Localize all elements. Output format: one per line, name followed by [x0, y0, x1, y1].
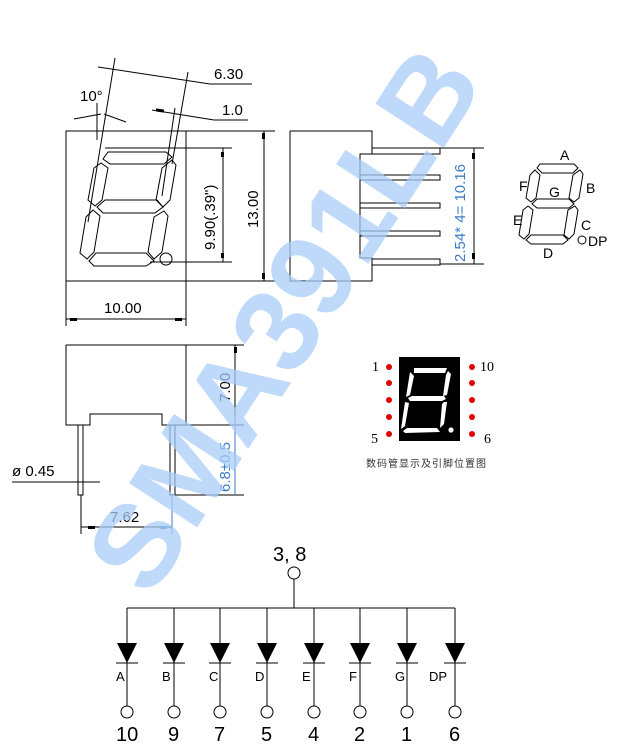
segment-label-f: F [519, 178, 528, 194]
body-depth-label: 7.00 [217, 373, 234, 402]
angle-label: 10° [80, 88, 103, 105]
segment-label-a: A [560, 147, 570, 163]
watermark: SMA391LB [61, 25, 507, 614]
diode-label-f: F [349, 669, 357, 684]
digit-height-label: 9.90(.39") [202, 185, 219, 250]
common-terminal [287, 566, 301, 580]
bottom-body-outline [65, 344, 187, 426]
row-spacing-label: 7.62 [110, 509, 139, 526]
diode-pin-g: 1 [401, 724, 412, 746]
diode-4: E 4 [302, 608, 325, 746]
pinout-caption: 数码管显示及引脚位置图 [366, 457, 487, 470]
segment-label-dp: DP [588, 233, 607, 249]
body-height-label: 13.00 [245, 190, 262, 228]
pin-pitch-label: 2.54* 4= 10.16 [452, 164, 469, 262]
diode-pin-c: 7 [214, 724, 225, 746]
front-view: 13.00 9.90(.39") 10.00 6.3 [65, 57, 275, 326]
diode-6: G 1 [395, 608, 418, 746]
digit-outline [79, 151, 177, 267]
diode-label-g: G [395, 669, 405, 684]
pin-length-label: 6.8±0.5 [217, 442, 234, 492]
diode-0: A 10 [116, 608, 138, 746]
pin-number-5: 5 [371, 432, 378, 447]
diode-5: F 2 [349, 608, 371, 746]
schematic: 3, 8 A 10 B 9 C 7 D [116, 544, 466, 746]
diode-pin-a: 10 [116, 724, 138, 746]
diode-pin-dp: 6 [449, 724, 460, 746]
display-digit [401, 368, 454, 433]
diode-pin-e: 4 [308, 724, 319, 746]
segment-stroke-label: 1.0 [222, 102, 243, 119]
pin-number-1: 1 [372, 360, 379, 375]
diode-pin-f: 2 [354, 724, 365, 746]
diode-pin-d: 5 [261, 724, 272, 746]
body-width-label: 10.00 [104, 300, 142, 317]
segment-label-b: B [586, 180, 595, 196]
diode-label-c: C [209, 669, 218, 684]
pin-dots-left [386, 364, 392, 437]
pin-left [77, 424, 84, 496]
segment-label-g: G [549, 184, 560, 200]
common-pins-label: 3, 8 [273, 544, 306, 566]
diode-3: D 5 [255, 608, 278, 746]
front-body-outline [65, 130, 187, 282]
diode-label-a: A [116, 669, 125, 684]
decimal-point [159, 252, 173, 266]
pinout-diagram: 1 5 10 6 数码管显示及引脚位置图 [366, 357, 494, 470]
segment-label-d: D [543, 245, 553, 261]
pin-diameter-label: ø 0.45 [12, 463, 55, 480]
diode-7: DP 6 [429, 608, 466, 746]
diode-label-dp: DP [429, 669, 447, 684]
pin-dots-right [469, 364, 475, 437]
diode-label-d: D [255, 669, 264, 684]
pin-number-10: 10 [480, 360, 494, 375]
segment-map: A B C D E F G DP [513, 147, 607, 261]
side-body-outline [289, 130, 373, 282]
segment-label-c: C [581, 217, 591, 233]
segment-width-label: 6.30 [214, 66, 243, 83]
bottom-view: 7.00 6.8±0.5 ø 0.45 7.62 [12, 344, 244, 534]
diode-2: C 7 [209, 608, 231, 746]
pin-number-6: 6 [484, 432, 491, 447]
diode-label-b: B [162, 669, 171, 684]
side-view: 2.54* 4= 10.16 [289, 130, 484, 282]
segment-label-e: E [513, 212, 522, 228]
diode-label-e: E [302, 669, 311, 684]
diode-1: B 9 [162, 608, 185, 746]
diode-pin-b: 9 [168, 724, 179, 746]
